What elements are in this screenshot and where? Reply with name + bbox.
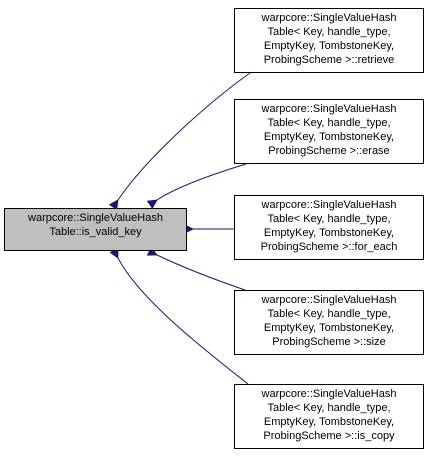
caller-node-size[interactable]: warpcore::SingleValueHash Table< Key, ha… [234,290,424,355]
caller-node-line: Table< Key, handle_type, [267,402,391,414]
caller-node-retrieve[interactable]: warpcore::SingleValueHash Table< Key, ha… [234,8,424,73]
focus-node-line: warpcore::SingleValueHash [28,212,163,224]
caller-node-line: ProbingScheme >::retrieve [263,54,395,66]
call-edge [108,72,251,211]
caller-node-line: warpcore::SingleValueHash [261,199,397,211]
call-edge [146,246,246,291]
caller-node-for-each[interactable]: warpcore::SingleValueHash Table< Key, ha… [234,195,424,260]
caller-node-line: EmptyKey, TombstoneKey, [263,227,395,239]
caller-node-line: ProbingScheme >::for_each [260,241,398,253]
caller-node-is-copy[interactable]: warpcore::SingleValueHash Table< Key, ha… [234,384,424,449]
caller-node-line: warpcore::SingleValueHash [261,103,397,115]
caller-node-line: Table< Key, handle_type, [267,26,391,38]
caller-node-line: Table< Key, handle_type, [267,213,391,225]
caller-node-line: warpcore::SingleValueHash [261,12,397,24]
caller-node-erase[interactable]: warpcore::SingleValueHash Table< Key, ha… [234,99,424,164]
caller-node-line: EmptyKey, TombstoneKey, [263,40,395,52]
caller-node-line: ProbingScheme >::erase [268,145,390,157]
focus-node-line: Table::is_valid_key [49,226,142,238]
focus-node-is-valid-key: warpcore::SingleValueHash Table::is_vali… [4,208,187,251]
caller-node-line: Table< Key, handle_type, [267,117,391,129]
caller-node-line: warpcore::SingleValueHash [261,388,397,400]
caller-node-line: EmptyKey, TombstoneKey, [263,416,395,428]
call-edge [146,163,247,210]
caller-node-line: Table< Key, handle_type, [267,308,391,320]
caller-node-line: warpcore::SingleValueHash [261,294,397,306]
caller-node-line: EmptyKey, TombstoneKey, [263,131,395,143]
caller-node-line: EmptyKey, TombstoneKey, [263,322,395,334]
caller-node-line: ProbingScheme >::is_copy [263,430,395,442]
call-edge [109,247,249,385]
caller-node-line: ProbingScheme >::size [272,336,386,348]
